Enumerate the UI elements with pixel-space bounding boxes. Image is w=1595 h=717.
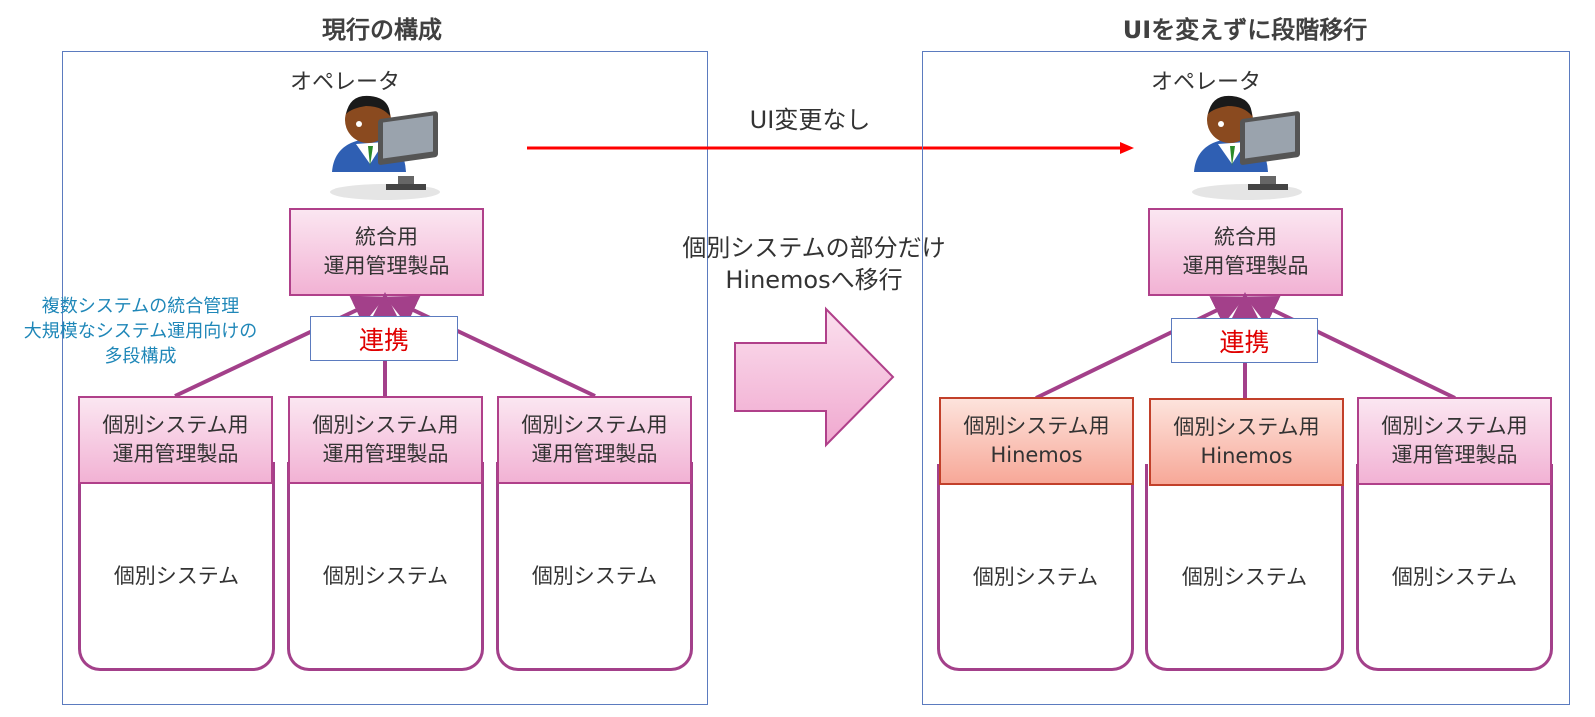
left-product-3-line1: 個別システム用 (521, 413, 668, 437)
right-frame (922, 51, 1570, 705)
left-integrated-line1: 統合用 (355, 225, 418, 249)
migration-line2: Hinemosへ移行 (725, 266, 903, 294)
left-product-2-line1: 個別システム用 (312, 413, 459, 437)
left-product-3-line2: 運用管理製品 (531, 442, 658, 466)
right-product-3-line2: 運用管理製品 (1391, 443, 1518, 467)
right-product-1-line2: Hinemos (990, 443, 1083, 467)
left-system-1: 個別システム (78, 462, 275, 671)
left-note-line2: 大規模なシステム運用向けの (23, 321, 258, 342)
ui-arrow-label: UI変更なし (749, 106, 871, 134)
left-operator-label: オペレータ (289, 70, 400, 95)
right-system-2: 個別システム (1145, 464, 1344, 671)
left-system-3: 個別システム (496, 462, 693, 671)
right-product-3-line1: 個別システム用 (1381, 414, 1528, 438)
right-product-1-line1: 個別システム用 (963, 414, 1110, 438)
left-integrated-box: 統合用 運用管理製品 (289, 208, 484, 296)
right-link-box: 連携 (1171, 318, 1318, 363)
right-product-1: 個別システム用 Hinemos (939, 397, 1134, 485)
left-note-line1: 複数システムの統合管理 (41, 296, 240, 317)
right-system-3: 個別システム (1356, 464, 1553, 671)
left-link-box: 連携 (310, 316, 458, 361)
left-frame (62, 51, 708, 705)
right-product-2-line1: 個別システム用 (1173, 415, 1320, 439)
right-operator-label: オペレータ (1150, 70, 1261, 95)
left-integrated-line2: 運用管理製品 (323, 254, 450, 278)
right-product-3: 個別システム用 運用管理製品 (1357, 397, 1552, 485)
right-integrated-line2: 運用管理製品 (1182, 254, 1309, 278)
right-product-2: 個別システム用 Hinemos (1149, 398, 1344, 486)
left-product-1: 個別システム用 運用管理製品 (78, 396, 273, 484)
left-product-3: 個別システム用 運用管理製品 (497, 396, 692, 484)
left-note-line3: 多段構成 (104, 346, 177, 367)
right-integrated-line1: 統合用 (1214, 225, 1277, 249)
left-product-2-line2: 運用管理製品 (322, 442, 449, 466)
right-integrated-box: 統合用 運用管理製品 (1148, 208, 1343, 296)
migration-label: 個別システムの部分だけ Hinemosへ移行 (664, 232, 964, 296)
right-title: UIを変えずに段階移行 (1122, 16, 1368, 44)
right-system-1: 個別システム (937, 464, 1134, 671)
left-product-1-line1: 個別システム用 (102, 413, 249, 437)
right-product-2-line2: Hinemos (1200, 444, 1293, 468)
left-title: 現行の構成 (322, 16, 442, 44)
left-product-2: 個別システム用 運用管理製品 (288, 396, 483, 484)
left-system-2: 個別システム (287, 462, 484, 671)
left-note: 複数システムの統合管理 大規模なシステム運用向けの 多段構成 (8, 294, 273, 369)
left-product-1-line2: 運用管理製品 (112, 442, 239, 466)
migration-line1: 個別システムの部分だけ (682, 234, 946, 262)
